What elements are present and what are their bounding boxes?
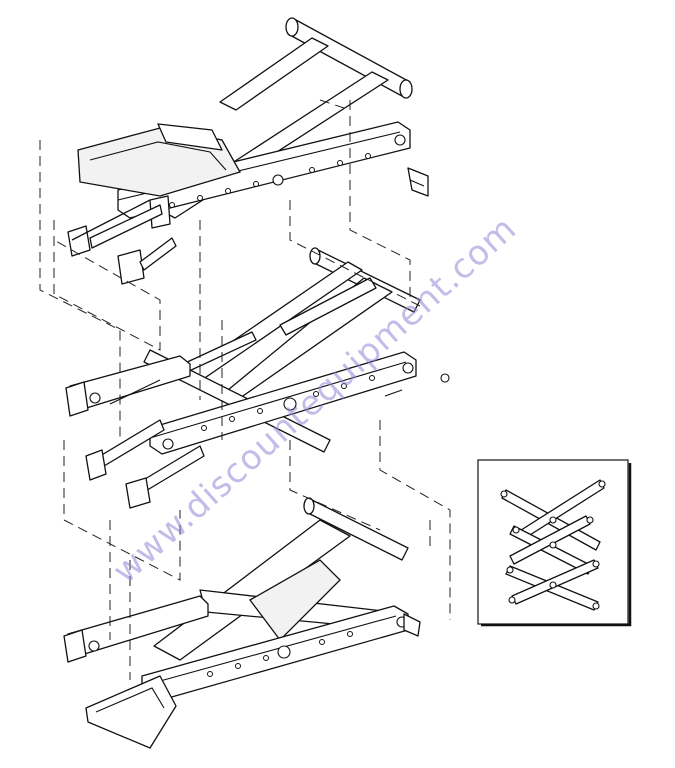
top-arm-assembly	[67, 17, 429, 285]
middle-lower-tubes	[85, 419, 205, 509]
bottom-upper-shaft	[303, 497, 409, 561]
explode-lines	[39, 99, 451, 680]
top-tube-ends	[67, 195, 177, 285]
middle-left-beam	[65, 355, 191, 417]
middle-main-beam	[149, 351, 417, 455]
pin-hardware	[109, 373, 450, 405]
top-head-plate	[77, 123, 241, 197]
inset-scissor-linkage	[500, 479, 606, 611]
middle-arm-assembly	[65, 247, 450, 509]
mounting-bracket	[407, 167, 429, 197]
bottom-arm-assembly	[63, 497, 421, 749]
top-main-beam	[117, 121, 411, 219]
bottom-base-foot	[85, 613, 421, 749]
bottom-left-beam	[63, 595, 209, 663]
scissor-stack-inset	[477, 459, 632, 627]
